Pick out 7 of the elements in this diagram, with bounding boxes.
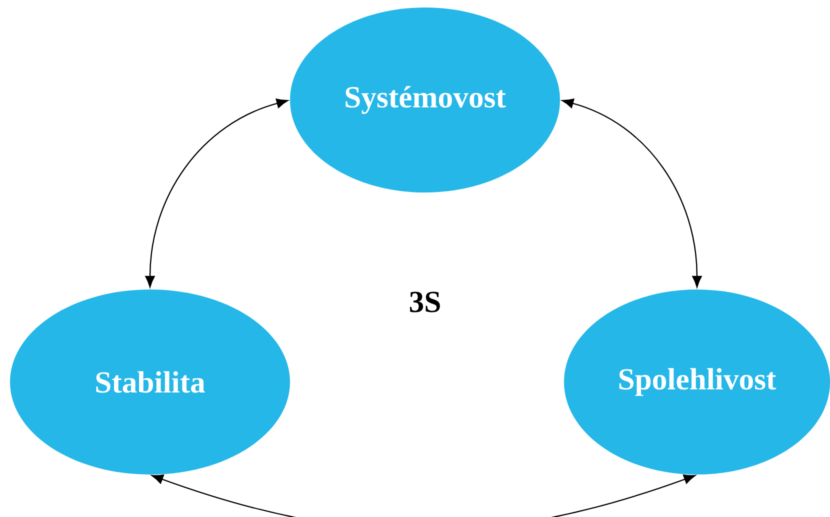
ellipse-node: Stabilita xyxy=(10,290,290,474)
center-label: 3S xyxy=(410,292,440,312)
arrow xyxy=(145,98,288,288)
arrow xyxy=(152,474,696,517)
ellipse-node: Systémovost xyxy=(290,8,560,192)
arrow xyxy=(562,98,702,288)
ellipse-node: Spolehlivost xyxy=(564,290,830,474)
